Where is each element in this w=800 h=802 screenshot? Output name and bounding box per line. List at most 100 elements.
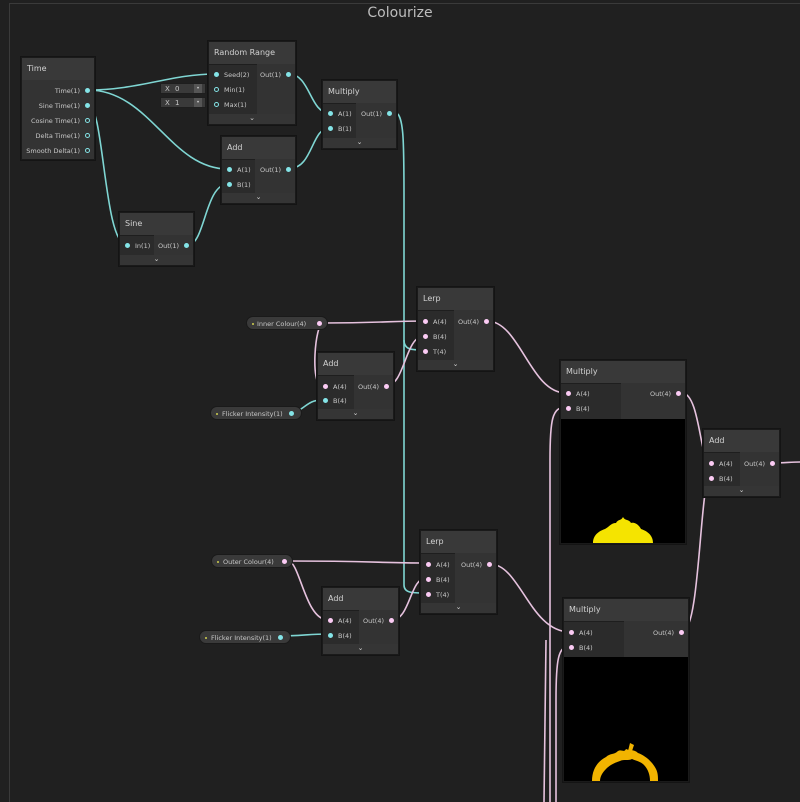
group-title[interactable]: Colourize [367, 5, 433, 21]
sine-output-port[interactable] [184, 243, 189, 248]
lerp-inner-node[interactable]: Lerp A(4) B(4) T(4) Out(4) ⌄ [417, 287, 494, 371]
outer-colour-output-port[interactable] [282, 559, 287, 564]
collapse-chevron-icon[interactable]: ⌄ [323, 138, 396, 148]
random-range-node[interactable]: Random Range Seed(2) Min(1) Max(1) Out(1… [208, 41, 296, 125]
flicker-intensity-output-port[interactable] [278, 635, 283, 640]
min-input-port[interactable] [214, 87, 219, 92]
a-input-port[interactable] [569, 630, 574, 635]
seed-input-port[interactable] [214, 72, 219, 77]
max-x-label: X [165, 99, 170, 107]
a-input-port[interactable] [709, 461, 714, 466]
b-input: B(4) [719, 475, 733, 483]
add-output-port[interactable] [770, 461, 775, 466]
collapse-chevron-icon[interactable]: ⌄ [704, 486, 779, 496]
b-input: B(4) [436, 576, 450, 584]
b-input-port[interactable] [328, 633, 333, 638]
b-input-port[interactable] [227, 182, 232, 187]
seed-input: Seed(2) [224, 71, 250, 79]
collapse-chevron-icon[interactable]: ⌄ [209, 114, 295, 124]
flicker-intensity-property[interactable]: Flicker Intensity(1) [210, 406, 302, 420]
sine-time-output-port[interactable] [85, 103, 90, 108]
add-final-node[interactable]: Add A(4) B(4) Out(4) ⌄ [703, 429, 780, 497]
outer-colour-property[interactable]: Outer Colour(4) [211, 554, 293, 568]
a-input-port[interactable] [566, 391, 571, 396]
sine-node[interactable]: Sine In(1) Out(1) ⌄ [119, 212, 194, 266]
a-input-port[interactable] [328, 618, 333, 623]
a-input-port[interactable] [227, 167, 232, 172]
smooth-delta-output-port[interactable] [85, 148, 90, 153]
collapse-chevron-icon[interactable]: ⌄ [120, 255, 193, 265]
wire [87, 89, 229, 170]
delta-time-output-port[interactable] [85, 133, 90, 138]
flicker-intensity-output-port[interactable] [289, 411, 294, 416]
property-dot-icon [205, 637, 207, 639]
add-output: Out(4) [358, 383, 379, 391]
a-input: A(4) [576, 390, 590, 398]
t-input-port[interactable] [426, 592, 431, 597]
multiply-output-port[interactable] [676, 391, 681, 396]
b-input: B(4) [333, 397, 347, 405]
a-input-port[interactable] [323, 384, 328, 389]
node-preview [561, 419, 685, 543]
flicker-intensity-property[interactable]: Flicker Intensity(1) [199, 630, 291, 644]
b-input-port[interactable] [709, 476, 714, 481]
b-input: B(4) [433, 333, 447, 341]
inner-colour-output-port[interactable] [317, 321, 322, 326]
add-output: Out(4) [744, 460, 765, 468]
node-title: Sine [120, 213, 193, 236]
b-input-port[interactable] [328, 126, 333, 131]
add-outer-node[interactable]: Add A(4) B(4) Out(4) ⌄ [322, 587, 399, 655]
wire [287, 560, 427, 564]
min-value-field[interactable]: X 0 • [160, 83, 206, 94]
collapse-chevron-icon[interactable]: ⌄ [418, 360, 493, 370]
random-range-output-port[interactable] [286, 72, 291, 77]
max-input-port[interactable] [214, 102, 219, 107]
cosine-time-output-port[interactable] [85, 118, 90, 123]
collapse-chevron-icon[interactable]: ⌄ [323, 644, 398, 654]
add-output: Out(1) [260, 166, 281, 174]
inner-colour-property[interactable]: Inner Colour(4) [246, 316, 328, 330]
time-output-port[interactable] [85, 88, 90, 93]
lerp-output-port[interactable] [484, 319, 489, 324]
b-input-port[interactable] [423, 334, 428, 339]
add-inner-node[interactable]: Add A(4) B(4) Out(4) ⌄ [317, 352, 394, 420]
multiply-time-node[interactable]: Multiply A(1) B(1) Out(1) ⌄ [322, 80, 397, 149]
b-input-port[interactable] [569, 645, 574, 650]
a-input: A(1) [237, 166, 251, 174]
node-title: Time [22, 58, 94, 81]
sine-input-port[interactable] [125, 243, 130, 248]
add-time-node[interactable]: Add A(1) B(1) Out(1) ⌄ [221, 136, 296, 204]
a-input-port[interactable] [426, 562, 431, 567]
t-input: T(4) [436, 591, 450, 599]
min-input: Min(1) [224, 86, 245, 94]
multiply-output-port[interactable] [387, 111, 392, 116]
max-value-field[interactable]: X 1 • [160, 97, 206, 108]
b-input-port[interactable] [566, 406, 571, 411]
a-input: A(4) [333, 383, 347, 391]
add-output-port[interactable] [384, 384, 389, 389]
lerp-output-port[interactable] [487, 562, 492, 567]
t-input-port[interactable] [423, 349, 428, 354]
node-title: Add [704, 430, 779, 453]
wire [322, 320, 425, 324]
b-input-port[interactable] [323, 398, 328, 403]
outer-colour-label: Outer Colour(4) [223, 558, 274, 566]
multiply-output-port[interactable] [679, 630, 684, 635]
multiply-outer-node[interactable]: Multiply A(4) B(4) Out(4) [563, 598, 689, 782]
add-output-port[interactable] [389, 618, 394, 623]
dot-icon: • [194, 98, 202, 107]
b-input: B(4) [338, 632, 352, 640]
collapse-chevron-icon[interactable]: ⌄ [421, 603, 496, 613]
b-input: B(4) [579, 644, 593, 652]
multiply-inner-node[interactable]: Multiply A(4) B(4) Out(4) [560, 360, 686, 544]
b-input-port[interactable] [426, 577, 431, 582]
lerp-outer-node[interactable]: Lerp A(4) B(4) T(4) Out(4) ⌄ [420, 530, 497, 614]
a-input-port[interactable] [328, 111, 333, 116]
add-output-port[interactable] [286, 167, 291, 172]
node-title: Add [318, 353, 393, 376]
collapse-chevron-icon[interactable]: ⌄ [222, 193, 295, 203]
b-input: B(4) [576, 405, 590, 413]
a-input-port[interactable] [423, 319, 428, 324]
time-node[interactable]: Time Time(1) Sine Time(1) Cosine Time(1)… [21, 57, 95, 160]
collapse-chevron-icon[interactable]: ⌄ [318, 409, 393, 419]
